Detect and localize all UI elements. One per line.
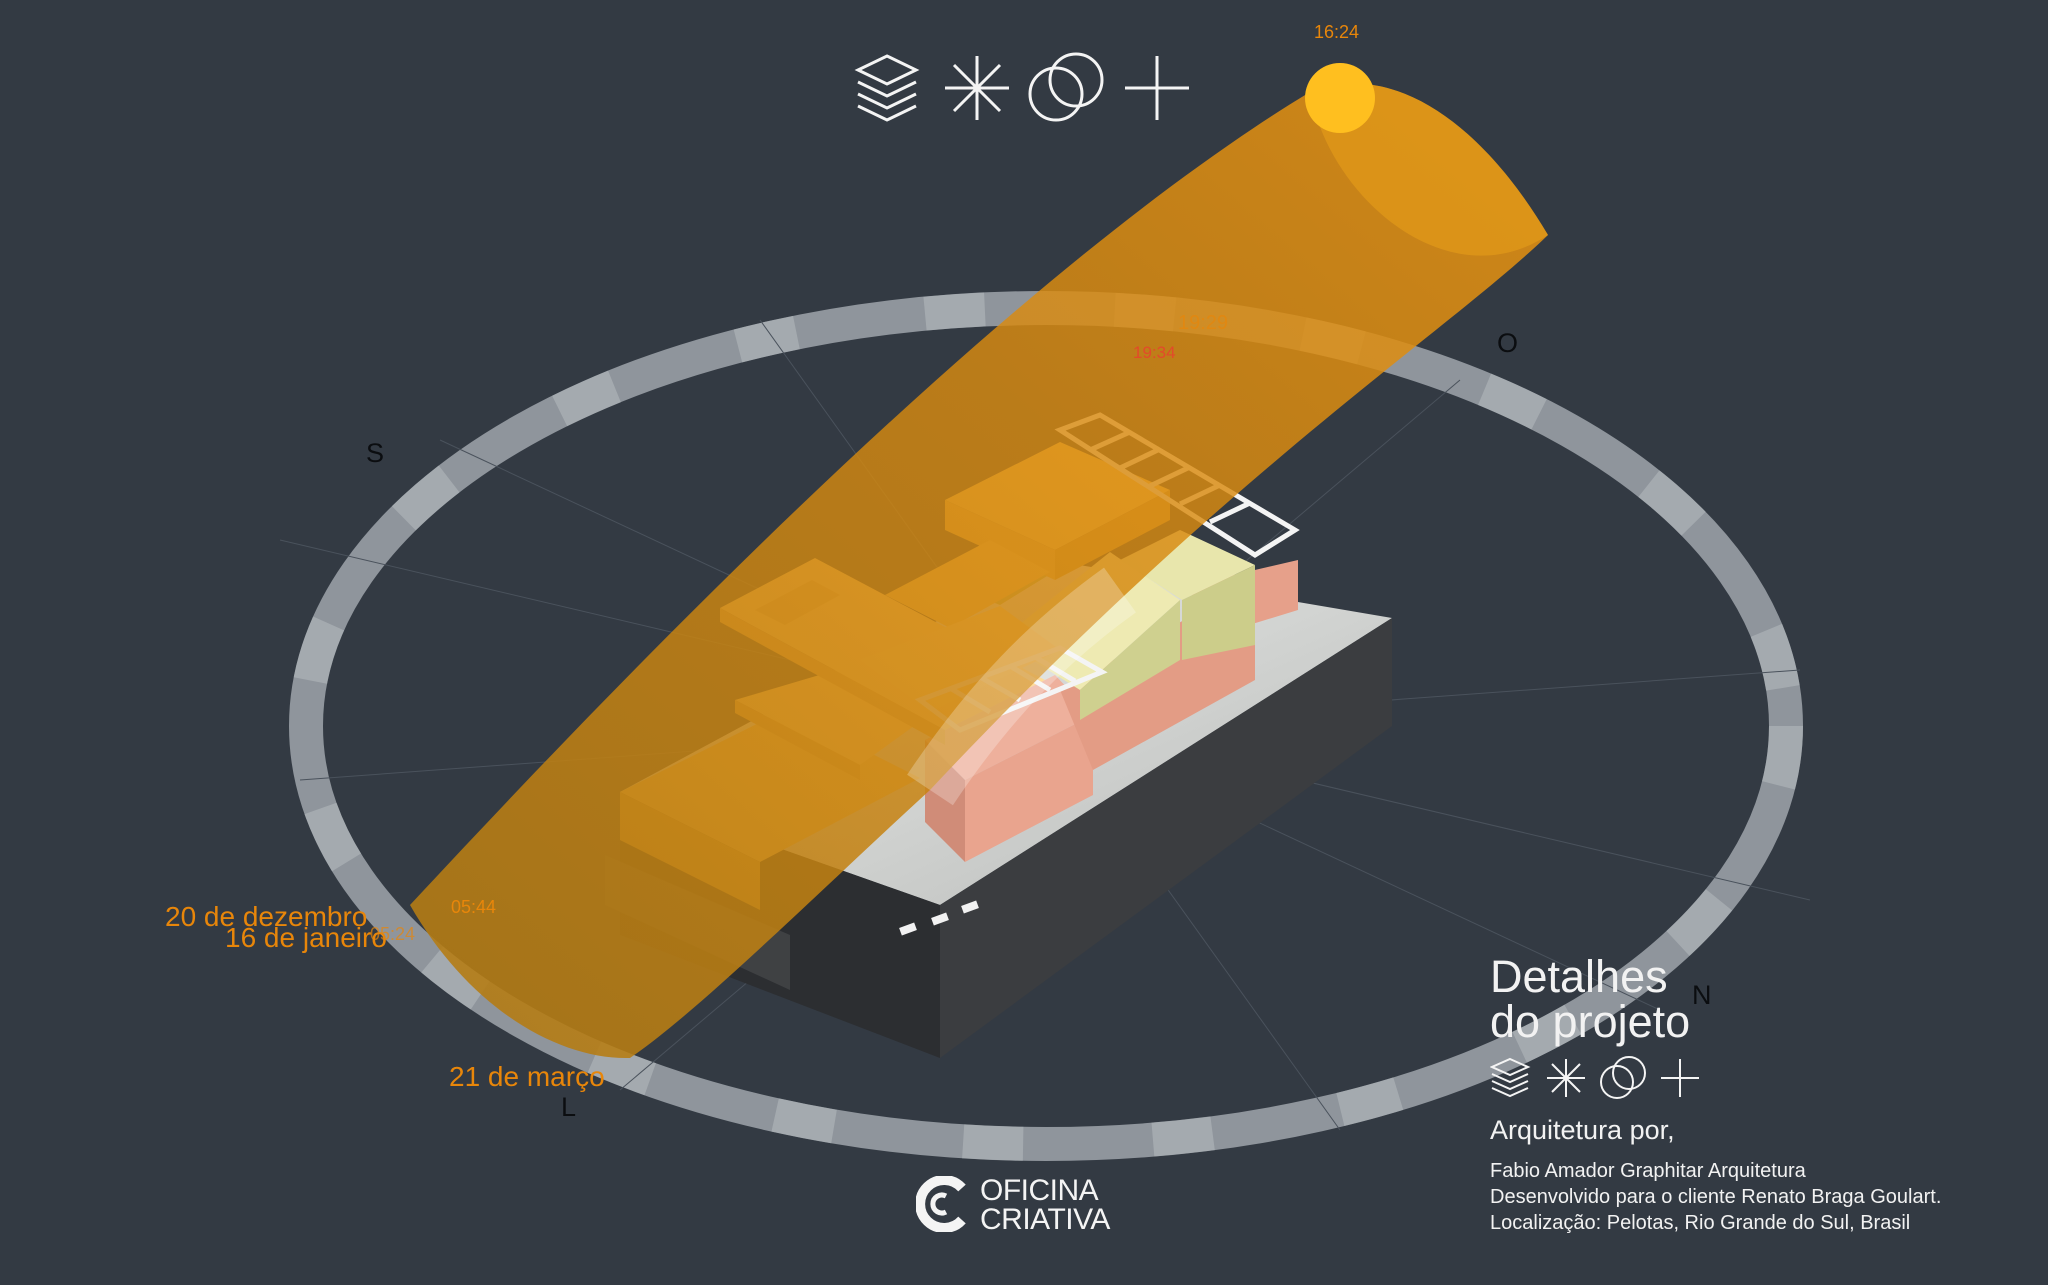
- brand-wordmark: OFICINA CRIATIVA: [980, 1174, 1110, 1236]
- sun-marker: [1305, 63, 1375, 133]
- brand-line-2: CRIATIVA: [980, 1203, 1110, 1236]
- oficina-c-logo-icon: [915, 1175, 972, 1237]
- credit-architect: Fabio Amador Graphitar Arquitetura: [1490, 1160, 1806, 1182]
- compass-south-label: S: [366, 438, 385, 468]
- sun-path-band: [410, 83, 1548, 1059]
- credits-heading: Arquitetura por,: [1490, 1115, 1675, 1145]
- credit-location: Localização: Pelotas, Rio Grande do Sul,…: [1490, 1212, 1911, 1234]
- date-label-december: 20 de dezembro: [165, 901, 368, 932]
- plus-icon[interactable]: [1125, 56, 1189, 120]
- toolbar-icons: [852, 50, 1192, 135]
- credit-client: Desenvolvido para o cliente Renato Braga…: [1490, 1186, 1942, 1208]
- compass-west-label: O: [1497, 328, 1519, 358]
- compass-north-label: N: [1692, 980, 1712, 1010]
- asterisk-icon[interactable]: [945, 56, 1009, 120]
- details-icons: [1489, 1056, 1710, 1105]
- layers-icon[interactable]: [854, 54, 920, 122]
- time-label-sun: 16:24: [1314, 22, 1360, 42]
- plus-icon[interactable]: [1661, 1059, 1699, 1097]
- layers-icon[interactable]: [1489, 1057, 1531, 1098]
- details-title: Detalhes do projeto: [1490, 951, 1691, 1047]
- time-label-sunrise-alt: 05:24: [370, 924, 416, 944]
- credits-list: Fabio Amador Graphitar Arquitetura Desen…: [1490, 1158, 1941, 1236]
- compass-east-label: L: [561, 1092, 577, 1122]
- time-label-sunset-alt: 19:34: [1133, 343, 1176, 362]
- brand-line-1: OFICINA: [980, 1174, 1099, 1207]
- time-label-sunset-main: 19:29: [1178, 312, 1229, 334]
- asterisk-icon[interactable]: [1547, 1059, 1585, 1097]
- overlap-circles-icon[interactable]: [1600, 1056, 1646, 1099]
- date-label-march: 21 de março: [449, 1061, 605, 1092]
- overlap-circles-icon[interactable]: [1028, 52, 1104, 122]
- date-label-january: 16 de janeiro: [225, 922, 387, 953]
- time-label-sunrise-main: 05:44: [451, 897, 497, 917]
